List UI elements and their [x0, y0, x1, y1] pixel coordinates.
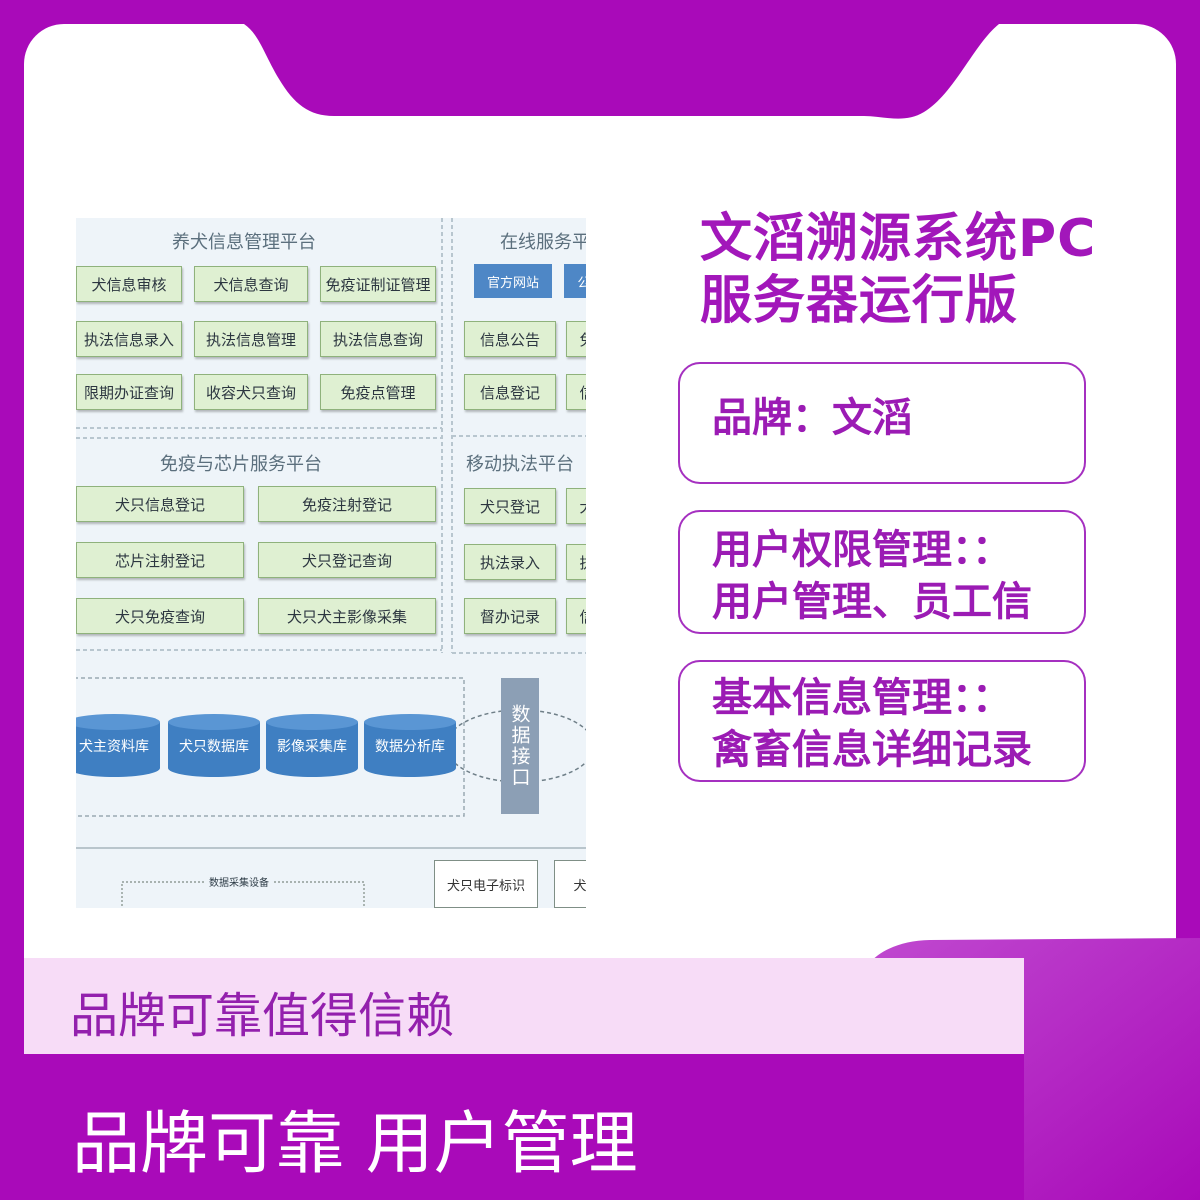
- p4-btn-1[interactable]: 犬只登记: [464, 488, 556, 524]
- p4-btn-2[interactable]: 犬: [566, 488, 586, 524]
- p1-btn-5[interactable]: 执法信息管理: [194, 321, 308, 357]
- p3-btn-4[interactable]: 犬只登记查询: [258, 542, 436, 578]
- top-notch: [244, 24, 999, 119]
- p4-btn-3[interactable]: 执法录入: [464, 544, 556, 580]
- p1-btn-2[interactable]: 犬信息查询: [194, 266, 308, 302]
- device-tag[interactable]: 犬只电子标识: [434, 860, 538, 908]
- p1-btn-3[interactable]: 免疫证制证管理: [320, 266, 436, 302]
- pill-basic-info-text: 基本信息管理：： 禽畜信息详细记录: [712, 675, 1032, 773]
- pill-brand-text: 品牌：文滔: [712, 395, 912, 441]
- platform2-title: 在线服务平: [500, 232, 586, 253]
- p1-btn-4[interactable]: 执法信息录入: [76, 321, 182, 357]
- p1-btn-8[interactable]: 收容犬只查询: [194, 374, 308, 410]
- database-analysis: 数据分析库: [364, 714, 456, 778]
- p3-btn-2[interactable]: 免疫注射登记: [258, 486, 436, 522]
- database-owner: 犬主资料库: [76, 714, 160, 778]
- pill-user-permissions: 用户权限管理：： 用户管理、员工信: [678, 510, 1086, 634]
- p2-btn-6[interactable]: 信: [566, 374, 586, 410]
- p3-btn-6[interactable]: 犬只犬主影像采集: [258, 598, 436, 634]
- p1-btn-1[interactable]: 犬信息审核: [76, 266, 182, 302]
- p4-btn-5[interactable]: 督办记录: [464, 598, 556, 634]
- p2-btn-5[interactable]: 信息登记: [464, 374, 556, 410]
- p1-btn-9[interactable]: 免疫点管理: [320, 374, 436, 410]
- p3-btn-3[interactable]: 芯片注射登记: [76, 542, 244, 578]
- database-image: 影像采集库: [266, 714, 358, 778]
- device-partial[interactable]: 犬: [554, 860, 586, 908]
- p2-btn-1[interactable]: 官方网站: [474, 264, 552, 298]
- data-interface-block: 数据接口: [501, 678, 539, 814]
- platform4-title: 移动执法平台: [466, 454, 574, 475]
- p1-btn-7[interactable]: 限期办证查询: [76, 374, 182, 410]
- pill-brand: 品牌：文滔: [678, 362, 1086, 484]
- p4-btn-6[interactable]: 信: [566, 598, 586, 634]
- p3-btn-1[interactable]: 犬只信息登记: [76, 486, 244, 522]
- p2-btn-2[interactable]: 公: [564, 264, 586, 298]
- platform1-title: 养犬信息管理平台: [172, 232, 316, 253]
- pill-basic-info: 基本信息管理：： 禽畜信息详细记录: [678, 660, 1086, 782]
- system-architecture-diagram: 养犬信息管理平台 犬信息审核 犬信息查询 免疫证制证管理 执法信息录入 执法信息…: [76, 218, 586, 908]
- slogan-band: 品牌可靠值得信赖: [24, 958, 1024, 1054]
- p1-btn-6[interactable]: 执法信息查询: [320, 321, 436, 357]
- platform3-title: 免疫与芯片服务平台: [160, 454, 322, 475]
- slogan-text: 品牌可靠值得信赖: [70, 988, 455, 1044]
- database-dog: 犬只数据库: [168, 714, 260, 778]
- p3-btn-5[interactable]: 犬只免疫查询: [76, 598, 244, 634]
- p4-btn-4[interactable]: 执: [566, 544, 586, 580]
- product-title: 文滔溯源系统PC服务器运行版: [700, 209, 1097, 331]
- bottom-tagline: 品牌可靠 用户管理: [72, 1105, 638, 1184]
- collection-label: 数据采集设备: [206, 874, 272, 889]
- p2-btn-3[interactable]: 信息公告: [464, 321, 556, 357]
- p2-btn-4[interactable]: 免: [566, 321, 586, 357]
- pill-user-permissions-text: 用户权限管理：： 用户管理、员工信: [712, 527, 1032, 625]
